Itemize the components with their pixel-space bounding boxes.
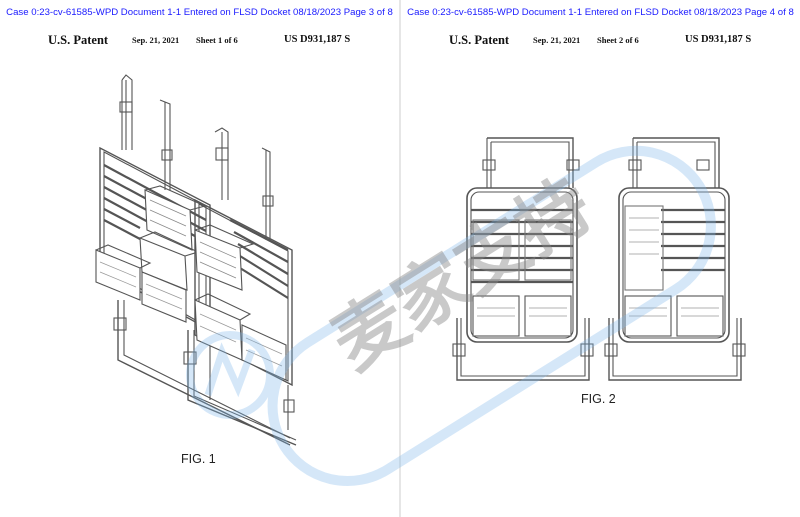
patent-number: US D931,187 S [284, 34, 351, 45]
figure-1-drawing [95, 74, 297, 446]
organizer-back [95, 74, 291, 446]
patent-header: U.S. Patent Sep. 21, 2021 Sheet 2 of 6 U… [401, 33, 800, 47]
document-page-3: Case 0:23-cv-61585-WPD Document 1-1 Ente… [0, 0, 399, 517]
patent-header: U.S. Patent Sep. 21, 2021 Sheet 1 of 6 U… [0, 33, 399, 47]
court-filing-banner: Case 0:23-cv-61585-WPD Document 1-1 Ente… [6, 7, 393, 18]
figure-1-label: FIG. 1 [181, 452, 216, 466]
organizer-front-view [452, 137, 594, 381]
patent-number: US D931,187 S [685, 34, 752, 45]
page-divider [399, 0, 401, 517]
organizer-front [183, 127, 297, 446]
figure-2-drawing [452, 137, 746, 381]
patent-sheet: Sheet 2 of 6 [597, 35, 639, 45]
patent-date: Sep. 21, 2021 [533, 35, 581, 45]
patent-title: U.S. Patent [449, 33, 510, 47]
court-filing-banner: Case 0:23-cv-61585-WPD Document 1-1 Ente… [407, 7, 794, 18]
figure-2-label: FIG. 2 [581, 392, 616, 406]
patent-sheet: Sheet 1 of 6 [196, 35, 238, 45]
organizer-back-view [604, 137, 746, 381]
patent-date: Sep. 21, 2021 [132, 35, 180, 45]
document-page-4: Case 0:23-cv-61585-WPD Document 1-1 Ente… [401, 0, 800, 517]
patent-title: U.S. Patent [48, 33, 109, 47]
